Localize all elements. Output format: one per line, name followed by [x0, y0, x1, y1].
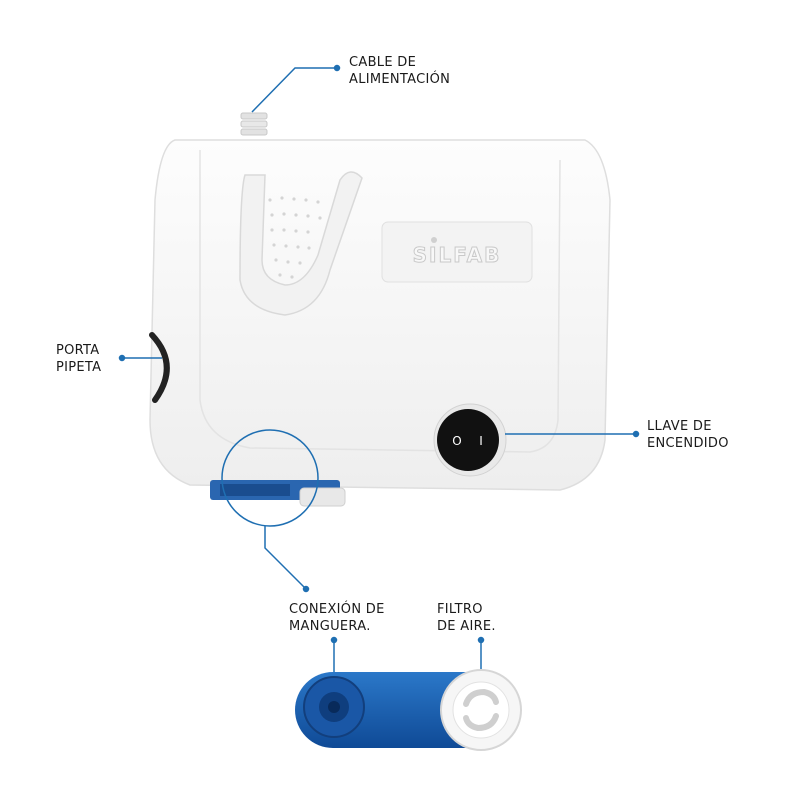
brand-logo: SILFAB [413, 243, 502, 267]
pipette-holder [149, 332, 170, 403]
carry-handle [239, 171, 363, 316]
callout-lines [118, 64, 640, 705]
label-porta-pipeta: PORTA PIPETA [56, 343, 102, 375]
svg-text:O: O [452, 434, 461, 448]
label-conexion-manguera: CONEXIÓN DE MANGUERA. [289, 602, 385, 634]
power-cable [240, 112, 268, 136]
logo-plate [381, 221, 533, 283]
nebulizer-body: SILFAB O I [149, 139, 611, 507]
label-cable: CABLE DE ALIMENTACIÓN [349, 55, 451, 87]
connector-detail [295, 669, 522, 751]
power-switch: O I [433, 403, 507, 477]
svg-text:I: I [479, 434, 483, 448]
label-filtro-aire: FILTRO DE AIRE. [437, 602, 496, 634]
label-llave-encendido: LLAVE DE ENCENDIDO [647, 419, 729, 451]
